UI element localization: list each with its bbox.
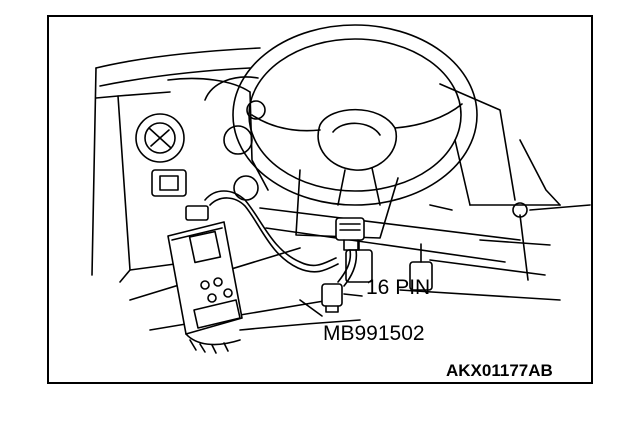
dashboard-outline [91, 47, 561, 283]
scan-tool-cable [204, 190, 339, 273]
dash-knob [512, 202, 528, 218]
diagnostic-connector [335, 217, 365, 251]
leader-line-adapter [299, 299, 323, 317]
scan-tool [167, 205, 243, 354]
adapter-label: MB991502 [323, 322, 425, 345]
gauge-cluster [204, 76, 266, 201]
dash-switch [151, 169, 187, 197]
steering-wheel [232, 24, 478, 206]
leader-line-connector [343, 293, 363, 297]
adapter-plug [321, 249, 358, 313]
connector-label: 16 PIN [366, 276, 430, 299]
pedal [409, 243, 433, 291]
air-vent [135, 113, 185, 163]
figure-id: AKX01177AB [446, 361, 553, 380]
figure-frame [47, 15, 593, 384]
